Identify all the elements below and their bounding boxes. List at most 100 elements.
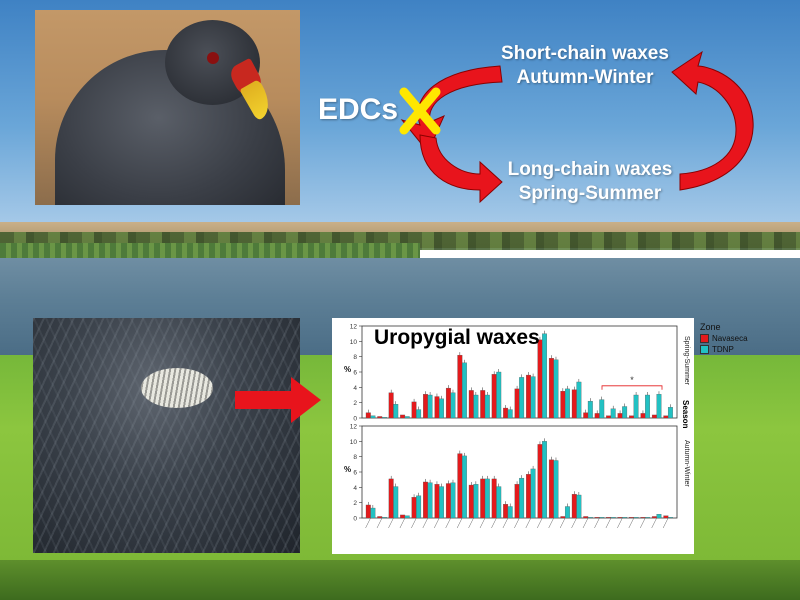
- bar-navaseca: [526, 374, 531, 419]
- bar-navaseca: [468, 484, 474, 519]
- bar-navaseca: [377, 516, 383, 519]
- bar-navaseca: [594, 517, 600, 519]
- bar-tdnp: [553, 359, 559, 419]
- bar-tdnp: [416, 495, 422, 519]
- bar-navaseca: [629, 517, 634, 519]
- bar-tdnp: [393, 486, 399, 519]
- bar-navaseca: [606, 517, 612, 519]
- bar-tdnp: [667, 517, 673, 519]
- bar-tdnp: [656, 394, 662, 419]
- bar-tdnp: [381, 417, 387, 419]
- legend-title: Zone: [700, 322, 721, 332]
- long-chain-waxes-label: Long-chain waxes Spring-Summer: [480, 158, 700, 206]
- legend-label-tdnp: TDNP: [712, 345, 734, 354]
- bar-navaseca: [663, 515, 669, 519]
- bar-tdnp: [507, 506, 513, 519]
- bar-navaseca: [617, 413, 623, 419]
- season-facet-title: Season: [681, 400, 690, 429]
- feather-texture: [33, 318, 300, 553]
- short-chain-title: Short-chain waxes: [501, 43, 669, 64]
- bar-tdnp: [610, 408, 616, 419]
- y-tick-label: 10: [350, 439, 358, 446]
- x-tick-label: [479, 517, 486, 529]
- bar-navaseca: [537, 444, 543, 519]
- bar-tdnp: [656, 514, 662, 519]
- bar-tdnp: [633, 517, 639, 519]
- bar-tdnp: [393, 404, 399, 419]
- bar-navaseca: [377, 416, 383, 419]
- y-tick-label: 8: [353, 454, 357, 461]
- bar-tdnp: [427, 482, 433, 519]
- bar-navaseca: [480, 478, 486, 519]
- x-tick-label: [525, 517, 532, 529]
- bar-navaseca: [651, 414, 657, 419]
- bar-tdnp: [645, 517, 650, 519]
- bar-navaseca: [457, 453, 463, 519]
- x-tick-label: [559, 517, 566, 529]
- legend-item-tdnp: TDNP: [700, 345, 770, 354]
- bar-tdnp: [450, 392, 456, 419]
- bar-tdnp: [404, 416, 410, 419]
- x-tick-label: [605, 517, 612, 529]
- short-chain-season: Autumn-Winter: [516, 67, 654, 88]
- bar-navaseca: [583, 516, 589, 519]
- x-tick-label: [491, 517, 497, 529]
- x-tick-label: [502, 517, 509, 529]
- bar-navaseca: [571, 389, 577, 419]
- x-tick-label: [422, 517, 429, 529]
- x-tick-label: [456, 517, 463, 529]
- legend-swatch-tdnp: [700, 345, 709, 354]
- bar-tdnp: [645, 394, 650, 419]
- bar-navaseca: [583, 412, 589, 419]
- seasonal-cycle-arrows: [399, 50, 754, 204]
- y-tick-label: 6: [353, 370, 357, 377]
- bar-navaseca: [560, 391, 566, 419]
- y-tick-label: 0: [353, 516, 357, 523]
- bar-tdnp: [450, 482, 456, 519]
- y-tick-label: 4: [353, 385, 357, 392]
- facet-label-spring-summer: Spring-Summer: [683, 336, 690, 386]
- bar-tdnp: [622, 517, 628, 519]
- bar-navaseca: [514, 388, 520, 419]
- bar-tdnp: [622, 406, 628, 419]
- chart-title: Uropygial waxes: [374, 326, 540, 349]
- bar-navaseca: [548, 459, 554, 519]
- bar-navaseca: [629, 415, 634, 419]
- bar-navaseca: [571, 494, 577, 519]
- legend-swatch-navaseca: [700, 334, 709, 343]
- arrow-long-to-short: [671, 50, 754, 191]
- bar-navaseca: [365, 504, 371, 519]
- bar-tdnp: [496, 371, 502, 419]
- x-tick-label: [662, 517, 669, 529]
- chart-legend: Zone Navaseca TDNP: [700, 322, 770, 354]
- bar-tdnp: [461, 362, 467, 419]
- disruption-cross-icon: [399, 87, 441, 135]
- bar-navaseca: [548, 358, 554, 419]
- x-tick-label: [651, 517, 657, 529]
- legend-item-navaseca: Navaseca: [700, 334, 770, 343]
- legend-label-navaseca: Navaseca: [712, 334, 748, 343]
- bar-tdnp: [416, 409, 422, 419]
- bar-tdnp: [473, 484, 479, 519]
- x-tick-label: [365, 517, 371, 529]
- bar-tdnp: [439, 486, 444, 519]
- long-chain-title: Long-chain waxes: [507, 159, 673, 180]
- bar-navaseca: [503, 407, 509, 419]
- bar-navaseca: [594, 413, 600, 419]
- bar-tdnp: [667, 407, 673, 419]
- x-tick-label: [434, 517, 440, 529]
- bar-tdnp: [633, 394, 639, 419]
- y-tick-label: 6: [353, 470, 357, 477]
- bar-navaseca: [457, 354, 463, 419]
- bar-navaseca: [388, 478, 394, 519]
- bar-tdnp: [576, 494, 582, 519]
- facet-label-autumn-winter: Autumn-Winter: [683, 440, 690, 487]
- y-tick-label: 0: [353, 416, 357, 423]
- long-chain-season: Spring-Summer: [518, 183, 662, 204]
- bar-tdnp: [542, 333, 547, 419]
- bar-tdnp: [587, 400, 593, 419]
- bar-tdnp: [610, 517, 616, 519]
- shore-vegetation: [0, 560, 800, 600]
- bar-navaseca: [537, 339, 543, 419]
